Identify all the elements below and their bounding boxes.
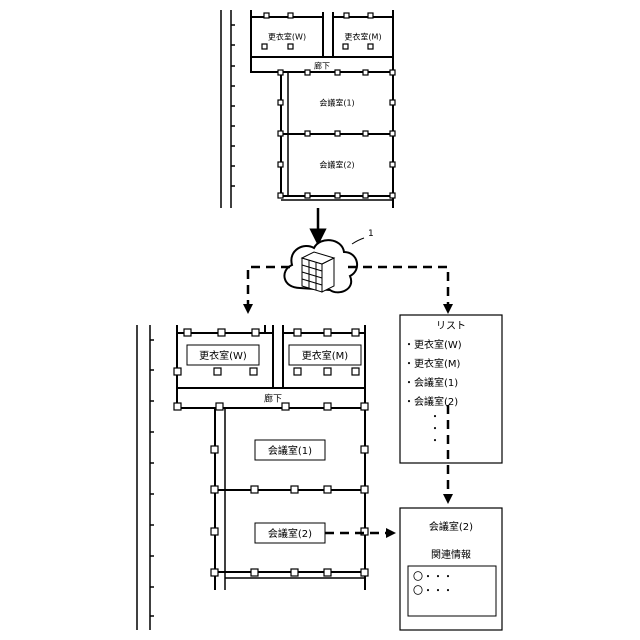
top-locker-m-label: 更衣室(M) (344, 32, 381, 42)
top-meeting-1-label: 会議室(1) (319, 98, 354, 108)
list-panel: リスト ・更衣室(W) ・更衣室(M) ・会議室(1) ・会議室(2) ・ ・ … (400, 315, 502, 463)
bottom-meeting-1-label: 会議室(1) (268, 444, 312, 457)
top-corridor-label: 廊下 (314, 61, 330, 71)
bottom-locker-w-label: 更衣室(W) (199, 349, 247, 362)
cloud-server-icon (284, 240, 357, 292)
reference-numeral: 1 (368, 229, 374, 239)
list-item-meeting-1[interactable]: ・会議室(1) (404, 376, 458, 389)
top-meeting-2-label: 会議室(2) (319, 160, 354, 170)
info-item: 〇・・・ (413, 585, 453, 597)
arrowhead-to-floorplan (243, 304, 253, 314)
top-floorplan: 更衣室(W) 更衣室(M) 廊下 会議室(1) 会議室(2) (221, 10, 395, 208)
bottom-locker-m-label: 更衣室(M) (302, 349, 349, 362)
reference-leader-line (352, 238, 364, 244)
list-ellipsis-dot: ・ (430, 436, 440, 447)
room-to-info-arrowhead (386, 528, 396, 538)
list-title: リスト (436, 321, 466, 332)
related-info-panel: 会議室(2) 関連情報 〇・・・ 〇・・・ (400, 508, 502, 630)
list-ellipsis-dot: ・ (430, 412, 440, 423)
info-section-label: 関連情報 (431, 548, 471, 561)
info-title: 会議室(2) (429, 520, 473, 533)
info-item: 〇・・・ (413, 571, 453, 583)
list-item-locker-w[interactable]: ・更衣室(W) (404, 338, 462, 351)
top-locker-w-label: 更衣室(W) (268, 32, 306, 42)
bottom-meeting-2-label: 会議室(2) (268, 527, 312, 540)
list-to-info-arrowhead (443, 494, 453, 504)
bottom-corridor-label: 廊下 (264, 393, 282, 405)
arrowhead-to-list (443, 304, 453, 314)
bottom-floorplan: 更衣室(W) 更衣室(M) 廊下 会議室(1) 会議室(2) (137, 325, 368, 630)
list-item-locker-m[interactable]: ・更衣室(M) (404, 357, 461, 370)
list-ellipsis-dot: ・ (430, 424, 440, 435)
list-item-meeting-2[interactable]: ・会議室(2) (404, 395, 458, 408)
